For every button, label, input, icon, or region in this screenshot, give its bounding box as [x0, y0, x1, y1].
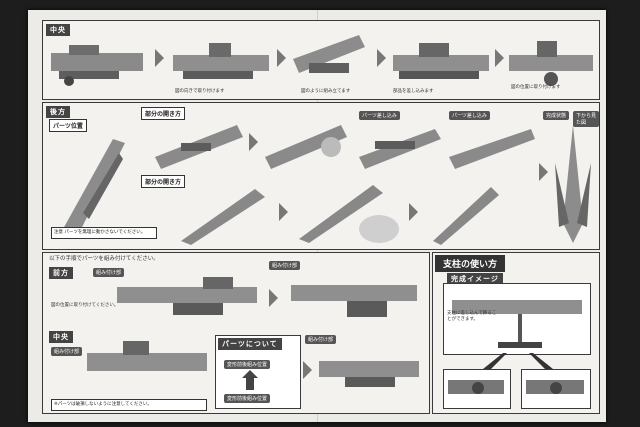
- step-arrow: [249, 133, 258, 151]
- ship-illustration: [49, 35, 149, 91]
- parts-info-label: パーツについて: [218, 338, 282, 350]
- caption: 支柱に差し込んで飾ることができます。: [447, 311, 497, 323]
- ship-detail-illustration: [522, 370, 590, 408]
- ship-illustration: [175, 185, 271, 245]
- footnote: ※パーツは破損しないように注意してください。: [51, 399, 207, 411]
- hand-illustration: [293, 179, 403, 245]
- badge: 完成状態: [543, 111, 569, 120]
- panel-rear: 後方 パーツ位置 部分の開き方 部分の開き方 注意 パーツを無理に動かさないでく…: [42, 102, 600, 250]
- instruction-sheet: 中央 図の向きで取り付けます 図のように組み立てます 部品を差し込みます 図の位…: [28, 10, 606, 422]
- ship-illustration: [315, 345, 423, 395]
- detail-image: [521, 369, 591, 409]
- section-label-front: 前方: [49, 267, 73, 279]
- caption: 図の位置に取り付けてください。: [51, 303, 121, 309]
- ship-illustration: [355, 121, 445, 171]
- caption: 図の向きで取り付けます: [175, 89, 285, 95]
- ship-illustration: [287, 273, 423, 325]
- section-label-center: 中央: [49, 331, 73, 343]
- warning-note: 注意 パーツを無理に動かさないでください。: [51, 227, 157, 239]
- stand-title: 支柱の使い方: [435, 255, 505, 272]
- ship-illustration: [53, 133, 133, 233]
- caption: 図のように組み立てます: [301, 89, 381, 95]
- ship-detail-illustration: [444, 370, 510, 408]
- step-arrow: [277, 49, 286, 67]
- panel-stand: 支柱の使い方 完成イメージ 支柱に差し込んで飾ることができます。: [432, 252, 600, 414]
- assembly-heading: 以下の手順でパーツを組み付けてください。: [49, 256, 249, 262]
- ship-illustration: [261, 117, 351, 171]
- step-arrow: [409, 203, 418, 221]
- parts-info-box: パーツについて 変形前後組み位置 変形前後組み位置: [215, 335, 301, 409]
- step-arrow: [377, 49, 386, 67]
- badge: 組み付け部: [305, 335, 336, 344]
- ship-illustration: [389, 35, 493, 91]
- detail-image: [443, 369, 511, 409]
- badge: 変形前後組み位置: [224, 394, 270, 403]
- ship-illustration: [169, 35, 273, 91]
- ship-illustration: [83, 335, 213, 389]
- step-arrow: [303, 361, 312, 379]
- panel-top: 中央 図の向きで取り付けます 図のように組み立てます 部品を差し込みます 図の位…: [42, 20, 600, 100]
- section-label-rear: 後方: [46, 106, 70, 118]
- ship-illustration: [113, 275, 263, 323]
- ship-illustration: [445, 121, 539, 171]
- caption: 図の位置に取り付けます: [511, 85, 597, 91]
- badge: 組み付け部: [269, 261, 300, 270]
- ship-illustration: [289, 29, 369, 91]
- step-arrow: [539, 163, 548, 181]
- step-arrow: [279, 203, 288, 221]
- ship-illustration: [427, 183, 507, 245]
- badge: 組み付け部: [51, 347, 82, 356]
- badge: パーツ差し込み: [449, 111, 490, 120]
- parts-position-label: パーツ位置: [49, 119, 87, 132]
- ship-illustration: [151, 117, 247, 171]
- step-arrow: [155, 49, 164, 67]
- badge: 変形前後組み位置: [224, 360, 270, 369]
- badge: パーツ差し込み: [359, 111, 400, 120]
- panel-assembly: 以下の手順でパーツを組み付けてください。 前方 組み付け部 組み付け部 図の位置…: [42, 252, 430, 414]
- step-arrow: [269, 289, 278, 307]
- ship-illustration: [549, 123, 597, 245]
- step-arrow: [495, 49, 504, 67]
- caption: 部品を差し込みます: [393, 89, 493, 95]
- arrow-up-icon: [240, 370, 276, 392]
- ship-illustration: [507, 35, 595, 91]
